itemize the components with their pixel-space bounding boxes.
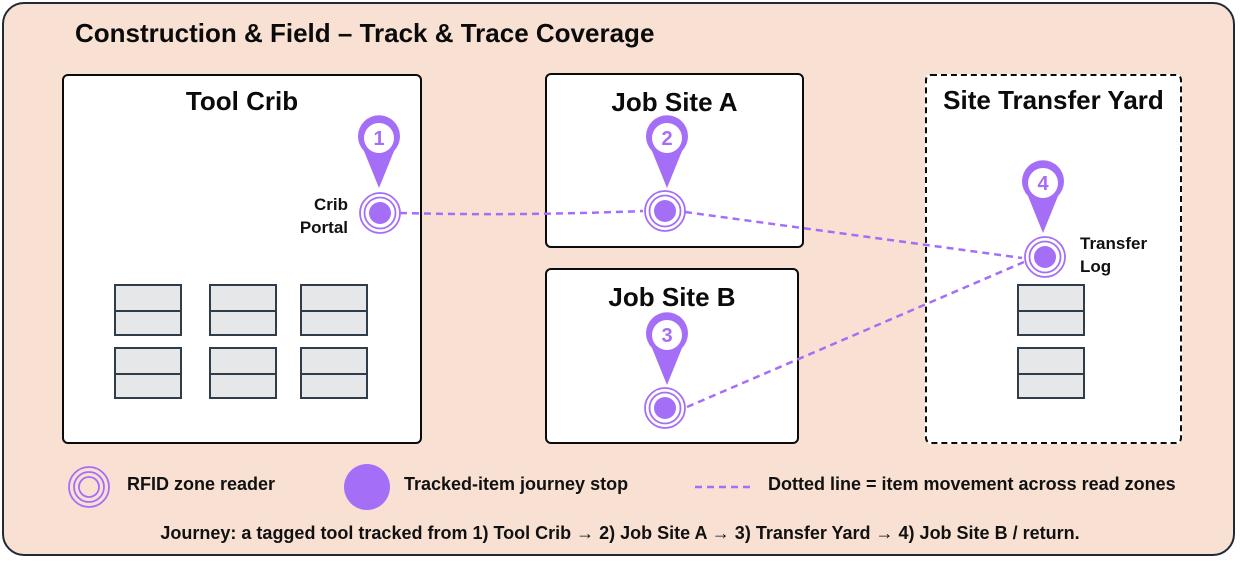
stop-pin-1: 1 (358, 115, 400, 188)
legend-reader-icon (68, 466, 110, 508)
stop-number: 2 (661, 128, 672, 150)
legend-stop-icon (344, 464, 390, 510)
journey-footer: Journey: a tagged tool tracked from 1) T… (160, 523, 1080, 543)
shelf-icon (209, 284, 277, 336)
legend-reader-label: RFID zone reader (127, 474, 276, 494)
stop-pin-3: 3 (646, 312, 688, 385)
reader-label-line: Crib (314, 195, 348, 214)
rfid-reader-icon (644, 190, 686, 232)
reader-label-transfer-log: Transfer Log (1080, 232, 1147, 278)
shelf-icon (300, 347, 368, 399)
stop-number: 1 (373, 128, 384, 150)
zone-title-job-site-a: Job Site A (611, 87, 738, 117)
stop-pin-4: 4 (1022, 160, 1064, 233)
shelf-icon (300, 284, 368, 336)
zone-title-job-site-b: Job Site B (608, 282, 736, 312)
legend-stop-label: Tracked-item journey stop (404, 474, 629, 494)
legend-line-label: Dotted line = item movement across read … (768, 474, 1176, 494)
rfid-reader-icon (1024, 236, 1066, 278)
stop-number: 4 (1037, 173, 1049, 195)
shelf-icon (114, 347, 182, 399)
movement-line (399, 209, 644, 216)
reader-label-crib-portal: Crib Portal (280, 193, 348, 239)
rfid-reader-icon (644, 387, 686, 429)
reader-label-line: Log (1080, 257, 1112, 276)
stop-number: 3 (661, 325, 672, 347)
shelf-icon (209, 347, 277, 399)
shelf-icon (1017, 284, 1085, 336)
reader-label-line: Portal (299, 218, 348, 237)
stop-pin-2: 2 (646, 115, 688, 188)
shelf-icon (114, 284, 182, 336)
movement-line (684, 210, 1023, 260)
reader-label-line: Transfer (1080, 234, 1148, 253)
diagram-title: Construction & Field – Track & Trace Cov… (75, 18, 655, 48)
movement-line (686, 260, 1025, 409)
rfid-reader-icon (359, 192, 401, 234)
zone-title-transfer-yard: Site Transfer Yard (943, 85, 1164, 115)
shelf-icon (1017, 347, 1085, 399)
zone-title-tool-crib: Tool Crib (185, 86, 299, 116)
